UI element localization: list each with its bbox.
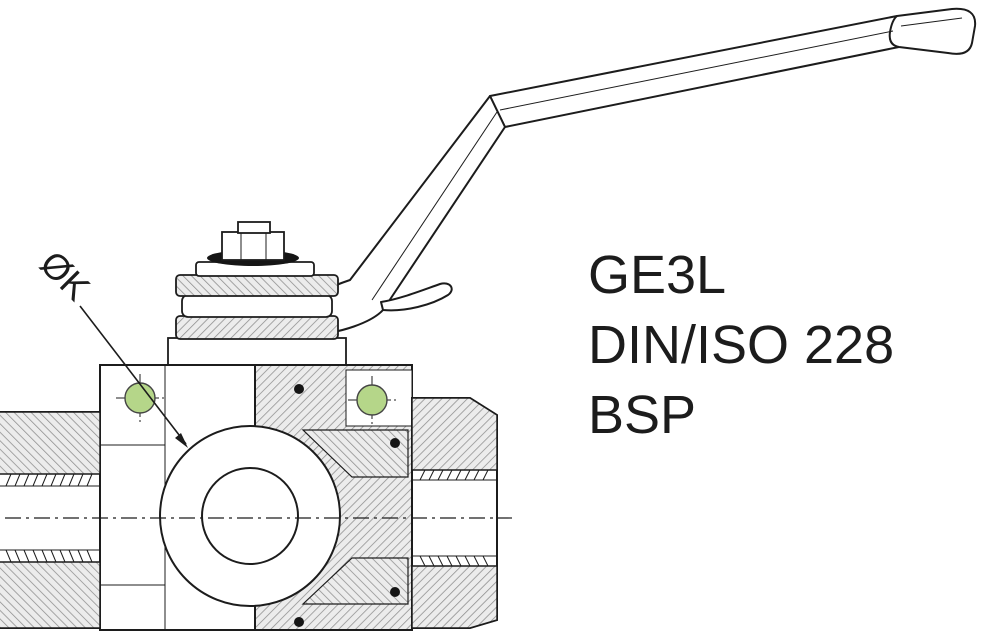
- dimension-leader-line: [79, 305, 187, 445]
- label-standard: DIN/ISO 228: [588, 315, 894, 375]
- handle: [292, 7, 977, 335]
- o-ring-seal: [390, 587, 400, 597]
- o-ring-seal: [390, 438, 400, 448]
- stem-top-washer: [237, 221, 271, 234]
- stem-spacer-ring: [181, 294, 333, 318]
- o-ring-seal: [294, 384, 304, 394]
- label-model: GE3L: [588, 245, 726, 305]
- seat-wedge-upper: [301, 429, 409, 478]
- seat-wedge-lower: [301, 557, 409, 605]
- right-port-hatch-bottom: [411, 565, 498, 629]
- handle-grip: [888, 7, 977, 55]
- left-port-thread-marks: [5, 473, 93, 563]
- right-port: [411, 397, 498, 629]
- handle-grip-edge-line: [900, 17, 963, 27]
- left-port: [0, 411, 101, 629]
- ball-bore: [201, 467, 299, 565]
- handle-arm-ridge-line: [371, 111, 498, 301]
- port-marker-left: [116, 374, 164, 422]
- port-marker-circle: [356, 384, 388, 416]
- left-port-hatch-bottom: [0, 561, 101, 629]
- port-marker-right: [348, 376, 396, 424]
- handle-lever: [489, 15, 900, 128]
- port-markers: [116, 374, 396, 424]
- right-port-hatch-top: [411, 397, 498, 471]
- dimension-arrowhead-icon: [175, 433, 188, 448]
- valve-body: [99, 364, 413, 631]
- right-port-thread-marks: [419, 469, 489, 567]
- o-ring-seal: [294, 617, 304, 627]
- left-port-hatch-top: [0, 411, 101, 475]
- label-thread: BSP: [588, 385, 696, 445]
- stem-packing-ring-lower: [175, 315, 339, 340]
- spec-labels: GE3L DIN/ISO 228 BSP: [588, 245, 894, 445]
- stem-hex-nut: [221, 231, 285, 261]
- stem-packing-ring-upper: [175, 274, 339, 297]
- dimension-label: ØK: [32, 243, 98, 309]
- stem-assembly: [167, 221, 347, 367]
- handle-hub-flange: [380, 282, 453, 312]
- handle-ridge-line: [499, 30, 894, 111]
- stem-base-flange: [167, 337, 347, 367]
